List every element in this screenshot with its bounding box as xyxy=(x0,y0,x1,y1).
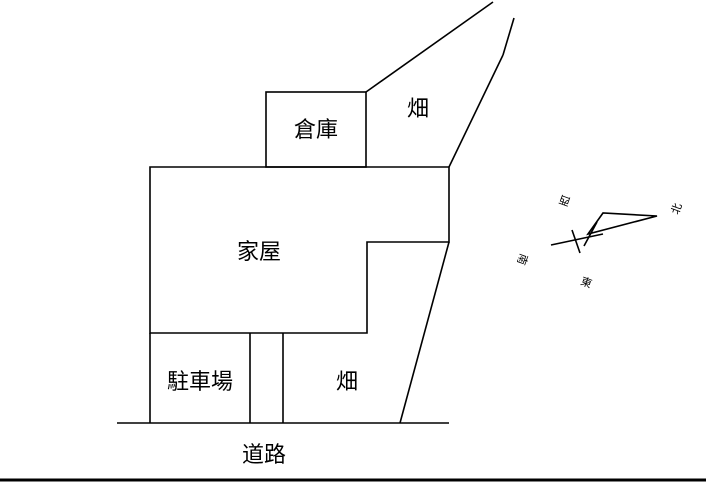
field-top-boundary-left xyxy=(365,1,494,93)
house-outline xyxy=(149,166,450,334)
field-bottom-label: 畑 xyxy=(336,370,358,395)
storehouse-label: 倉庫 xyxy=(294,118,338,143)
compass-south-label: 南 xyxy=(514,252,530,267)
compass-west-label: 西 xyxy=(557,192,572,208)
compass-rose: 西 北 南 東 xyxy=(514,192,684,290)
field-top-boundary-right-upper xyxy=(502,17,515,56)
compass-cross-1 xyxy=(571,229,581,254)
parking-label: 駐車場 xyxy=(167,370,233,395)
field-top-boundary-right-lower xyxy=(448,54,504,168)
compass-north-arrow xyxy=(586,212,658,236)
compass-north-label: 北 xyxy=(669,201,685,216)
compass-axis xyxy=(550,233,604,246)
field-top-label: 畑 xyxy=(407,97,429,122)
house-label: 家屋 xyxy=(237,240,281,265)
road-label: 道路 xyxy=(242,443,286,468)
compass-east-label: 東 xyxy=(579,275,594,291)
east-boundary-line xyxy=(399,241,450,424)
